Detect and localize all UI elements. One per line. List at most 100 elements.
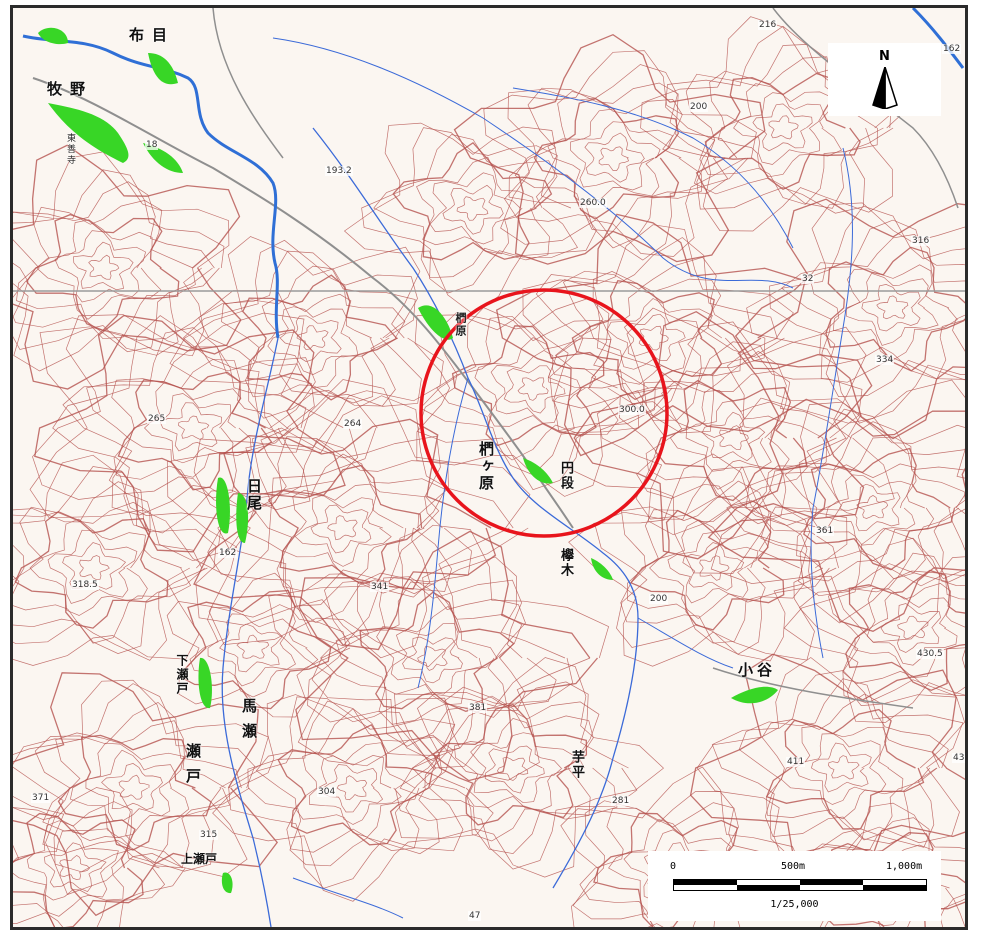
elevation-label: 162	[218, 548, 238, 558]
elevation-label: 193.2	[325, 166, 353, 176]
contour-line	[429, 172, 523, 245]
elevation-label: 371	[31, 793, 51, 803]
contour-line	[572, 791, 786, 927]
contour-line	[327, 515, 358, 541]
contour-line	[279, 315, 342, 362]
place-label-nunome: 布目	[129, 26, 176, 44]
contour-line	[717, 83, 843, 178]
contour-line	[496, 756, 529, 781]
contour-line	[255, 453, 440, 594]
place-label-kamiseto: 上瀬戸	[181, 852, 218, 866]
contour-line	[399, 686, 618, 854]
contour-line	[825, 474, 916, 546]
contour-line	[640, 16, 918, 232]
contour-line	[522, 224, 794, 438]
contour-line	[571, 279, 723, 401]
contour-line	[810, 742, 872, 793]
contour-line	[474, 337, 597, 434]
contour-line	[59, 854, 90, 880]
contour-line	[252, 293, 375, 389]
place-label-seto: 瀬戸	[184, 743, 202, 793]
contour-line	[560, 766, 803, 927]
contour-line	[52, 315, 316, 534]
contour-line	[667, 532, 759, 604]
contour-line	[784, 436, 965, 580]
contour-line	[169, 236, 444, 448]
elevation-label: 341	[370, 582, 390, 592]
contour-line	[311, 572, 557, 762]
settlement-areas	[38, 27, 778, 894]
contour-line	[13, 144, 242, 390]
contour-line	[454, 717, 577, 812]
contour-line	[453, 33, 766, 265]
contour-line	[880, 603, 941, 653]
contour-line	[310, 504, 372, 554]
rivers	[22, 8, 965, 339]
place-label-kunugigahara: 椚ヶ原	[477, 441, 495, 492]
contour-line	[598, 146, 630, 171]
contour-line	[861, 284, 921, 332]
scale-tick-1000: 1,000m	[886, 861, 923, 872]
contour-line	[456, 196, 489, 221]
contour-line	[13, 787, 186, 927]
contour-line	[503, 365, 566, 414]
contour-line	[432, 703, 588, 826]
contour-line	[733, 92, 824, 165]
contour-line	[517, 377, 549, 401]
contour-line	[336, 775, 368, 801]
contour-line	[769, 421, 965, 587]
contour-line	[54, 230, 147, 303]
contour-line	[343, 122, 597, 315]
contour-line	[414, 279, 683, 497]
contour-line	[43, 842, 107, 893]
contour-line	[484, 745, 545, 794]
elevation-label: 361	[815, 526, 835, 536]
contour-line	[839, 483, 901, 532]
contour-line	[649, 519, 769, 620]
contour-line	[514, 91, 702, 232]
contour-line	[746, 202, 965, 424]
contour-line	[419, 307, 640, 476]
elevation-label: 300.0	[618, 405, 646, 415]
contour-line	[42, 720, 231, 864]
elevation-label: 381	[468, 703, 488, 713]
place-label-endan: 円段	[558, 461, 573, 491]
contour-line	[166, 379, 531, 668]
place-label-imodaira: 芋平	[569, 750, 584, 780]
contour-line	[535, 237, 785, 434]
contour-line	[846, 272, 939, 346]
contour-line	[13, 466, 217, 661]
place-label-keyaki: 欅木	[558, 548, 573, 578]
contour-line	[402, 636, 463, 684]
contour-line	[221, 265, 406, 404]
elevation-label: 316	[911, 236, 931, 246]
elevation-label: 200	[689, 102, 709, 112]
elevation-label: 265	[147, 414, 167, 424]
elevation-label: 315	[199, 830, 219, 840]
elevation-label: 216	[758, 20, 778, 30]
contour-line	[685, 400, 780, 472]
contour-line	[618, 341, 862, 526]
contour-line	[247, 700, 454, 867]
contour-line	[682, 542, 745, 591]
scale-ratio: 1/25,000	[770, 899, 819, 910]
contour-line	[495, 213, 806, 457]
contour-line	[876, 295, 909, 320]
contour-line	[14, 510, 169, 629]
contour-line	[13, 812, 144, 927]
topographic-map[interactable]: 布目 牧野 日尾 椚原 椚ヶ原 円段 欅木 小谷 下瀬戸 馬瀬 瀬戸 芋平 上瀬…	[10, 5, 968, 930]
contour-line	[584, 132, 645, 183]
contour-line	[267, 306, 359, 375]
contour-line	[570, 121, 661, 191]
contour-line	[85, 749, 176, 821]
contour-line	[533, 98, 680, 220]
contour-line	[118, 774, 150, 800]
contour-line	[752, 103, 813, 152]
contour-line	[726, 401, 965, 624]
contour-line	[470, 732, 563, 804]
contour-line	[13, 169, 225, 356]
contour-line	[490, 349, 581, 424]
contour-line	[897, 615, 929, 640]
contour-line	[242, 274, 398, 401]
contour-line	[395, 681, 638, 870]
